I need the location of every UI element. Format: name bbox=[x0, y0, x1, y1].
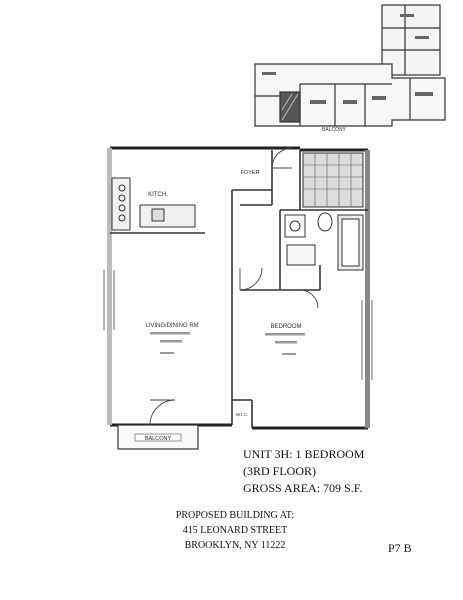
room-label-foyer: FOYER bbox=[241, 170, 260, 176]
toilet bbox=[317, 212, 333, 232]
title-block: UNIT 3H: 1 BEDROOM (3RD FLOOR) GROSS ARE… bbox=[243, 447, 365, 495]
unit-floor: (3RD FLOOR) bbox=[243, 464, 316, 478]
room-label-kitchen: KITCH. bbox=[148, 192, 168, 198]
room-label-bedroom: BEDROOM bbox=[270, 324, 301, 330]
bath-door-swing bbox=[299, 289, 319, 309]
bathroom-fixtures bbox=[284, 152, 364, 271]
building-line-3: BROOKLYN, NY 11222 bbox=[185, 540, 286, 551]
room-label-balcony: BALCONY bbox=[145, 436, 172, 442]
unit-title: UNIT 3H: 1 BEDROOM bbox=[243, 447, 365, 461]
key-plan: BALCONY bbox=[254, 4, 446, 133]
balcony: BALCONY bbox=[117, 424, 199, 450]
kitchen-fixtures bbox=[111, 177, 196, 231]
bedroom-door-swing bbox=[239, 267, 263, 291]
key-plan-lower-block bbox=[254, 63, 446, 127]
kitchen-counter bbox=[111, 177, 131, 231]
right-wall-hatch bbox=[365, 150, 370, 428]
building-line-2: 415 LEONARD STREET bbox=[183, 525, 287, 536]
page-mark: P7 B bbox=[388, 541, 412, 555]
tile-hatch bbox=[303, 153, 363, 207]
floor-plan: BALCONY FOYER KITCH. LIVING/DINING RM BE… bbox=[103, 146, 373, 450]
kitchen-sink bbox=[151, 208, 165, 222]
key-plan-balcony-label: BALCONY bbox=[322, 127, 347, 133]
building-line-1: PROPOSED BUILDING AT: bbox=[176, 510, 294, 521]
vanity-sink bbox=[284, 214, 306, 238]
windows bbox=[103, 270, 373, 380]
building-address: PROPOSED BUILDING AT: 415 LEONARD STREET… bbox=[176, 510, 294, 551]
room-label-wic: W.I.C. bbox=[236, 412, 248, 417]
kitchen-island bbox=[139, 204, 196, 228]
dimension-marks bbox=[150, 332, 305, 355]
interior-walls bbox=[110, 150, 368, 428]
room-label-living-dining: LIVING/DINING RM bbox=[145, 323, 198, 329]
door-swings bbox=[149, 147, 319, 426]
entry-door-swing bbox=[271, 147, 293, 169]
laundry-area bbox=[302, 152, 364, 208]
balcony-door-swing bbox=[149, 399, 176, 426]
unit-gross-area: GROSS AREA: 709 S.F. bbox=[243, 481, 362, 495]
left-wall-hatch bbox=[107, 148, 112, 425]
